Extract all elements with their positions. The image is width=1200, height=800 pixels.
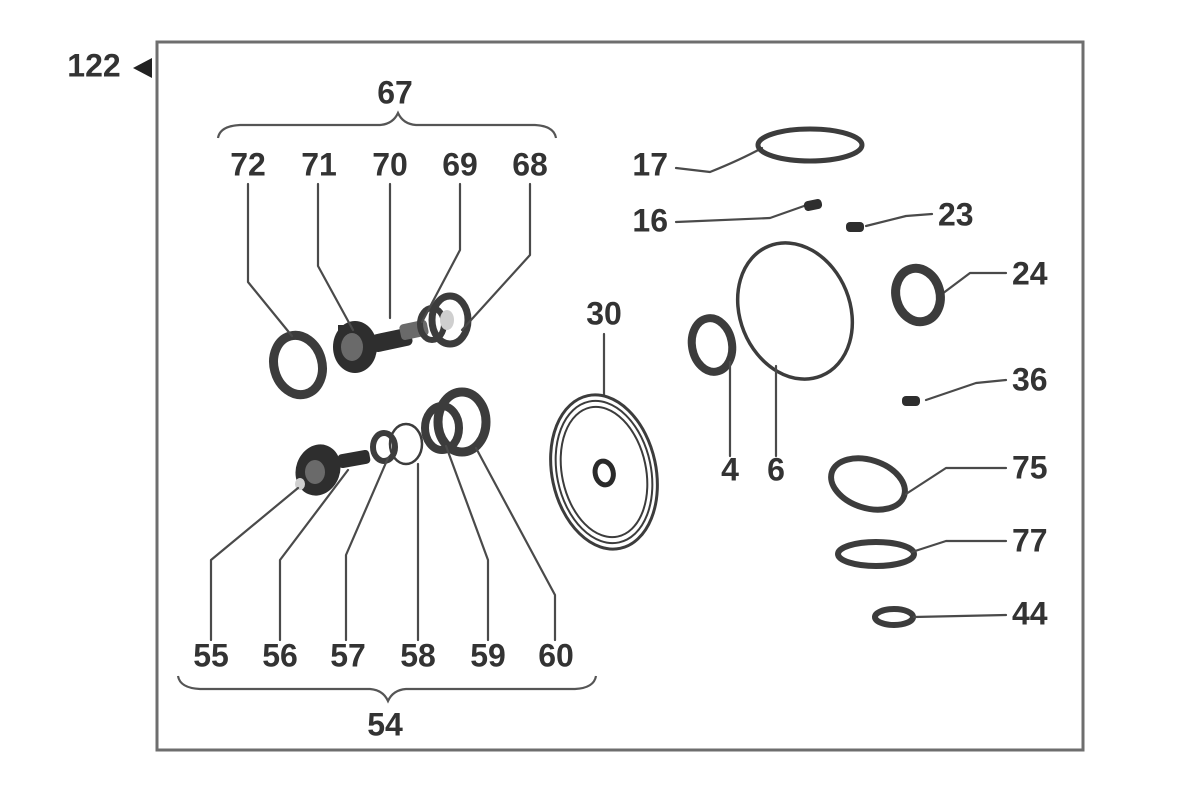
part-75-ring — [828, 455, 908, 513]
part-label-69: 69 — [442, 146, 478, 182]
leader-36 — [924, 378, 1008, 402]
diagram-frame — [155, 40, 1085, 752]
part-label-4: 4 — [721, 451, 739, 487]
part-60-seal — [433, 387, 491, 457]
part-label-44: 44 — [1012, 595, 1048, 631]
part-24-seal — [891, 263, 945, 327]
part-label-77: 77 — [1012, 522, 1048, 558]
leader-24 — [940, 271, 1008, 296]
part-label-57: 57 — [330, 637, 366, 673]
leader-75 — [904, 466, 1008, 496]
leader-72 — [246, 182, 294, 338]
part-57-bushing — [370, 430, 398, 464]
leader-57 — [344, 456, 390, 642]
leader-56 — [278, 468, 350, 642]
part-6-o-ring — [735, 241, 855, 381]
group-label-67: 67 — [377, 74, 413, 110]
part-label-36: 36 — [1012, 361, 1048, 397]
leader-68 — [460, 182, 532, 332]
part-label-70: 70 — [372, 146, 408, 182]
part-label-30: 30 — [586, 295, 622, 331]
leader-23 — [864, 212, 934, 228]
leader-60 — [474, 446, 557, 642]
leader-16 — [674, 204, 806, 224]
part-71-gear — [333, 321, 377, 373]
part-label-59: 59 — [470, 637, 506, 673]
part-72-ring — [269, 330, 327, 400]
part-label-68: 68 — [512, 146, 548, 182]
assembly-pointer-arrow-icon — [133, 58, 152, 78]
part-label-16: 16 — [632, 202, 668, 238]
group-label-54: 54 — [367, 706, 403, 742]
part-44-washer — [872, 606, 916, 628]
assembly-label-122: 122 — [67, 47, 120, 83]
part-label-17: 17 — [632, 146, 668, 182]
part-30-disk — [549, 393, 659, 551]
group-brace-67 — [216, 110, 558, 139]
part-55-gear — [295, 444, 341, 496]
part-4-seal — [687, 314, 737, 376]
part-17-o-ring — [755, 126, 865, 164]
part-label-23: 23 — [938, 196, 974, 232]
part-label-24: 24 — [1012, 255, 1048, 291]
part-label-71: 71 — [301, 146, 337, 182]
part-16-pin — [803, 198, 823, 212]
group-brace-54 — [176, 675, 598, 704]
part-label-72: 72 — [230, 146, 266, 182]
part-label-56: 56 — [262, 637, 298, 673]
leader-44 — [912, 613, 1008, 619]
leader-17 — [674, 146, 764, 174]
part-label-55: 55 — [193, 637, 229, 673]
leader-71 — [316, 182, 355, 332]
leader-55 — [209, 486, 300, 642]
leader-77 — [910, 539, 1008, 554]
part-56-shaft — [337, 449, 371, 469]
part-36-pin — [902, 396, 920, 406]
part-68-bearing — [428, 292, 472, 348]
leader-59 — [444, 444, 490, 642]
leader-69 — [420, 182, 462, 324]
part-label-60: 60 — [538, 637, 574, 673]
part-label-75: 75 — [1012, 449, 1048, 485]
part-label-6: 6 — [767, 451, 785, 487]
part-23-pin — [846, 222, 864, 232]
part-77-ring — [835, 539, 917, 569]
part-label-58: 58 — [400, 637, 436, 673]
part-58-ring — [388, 422, 424, 466]
